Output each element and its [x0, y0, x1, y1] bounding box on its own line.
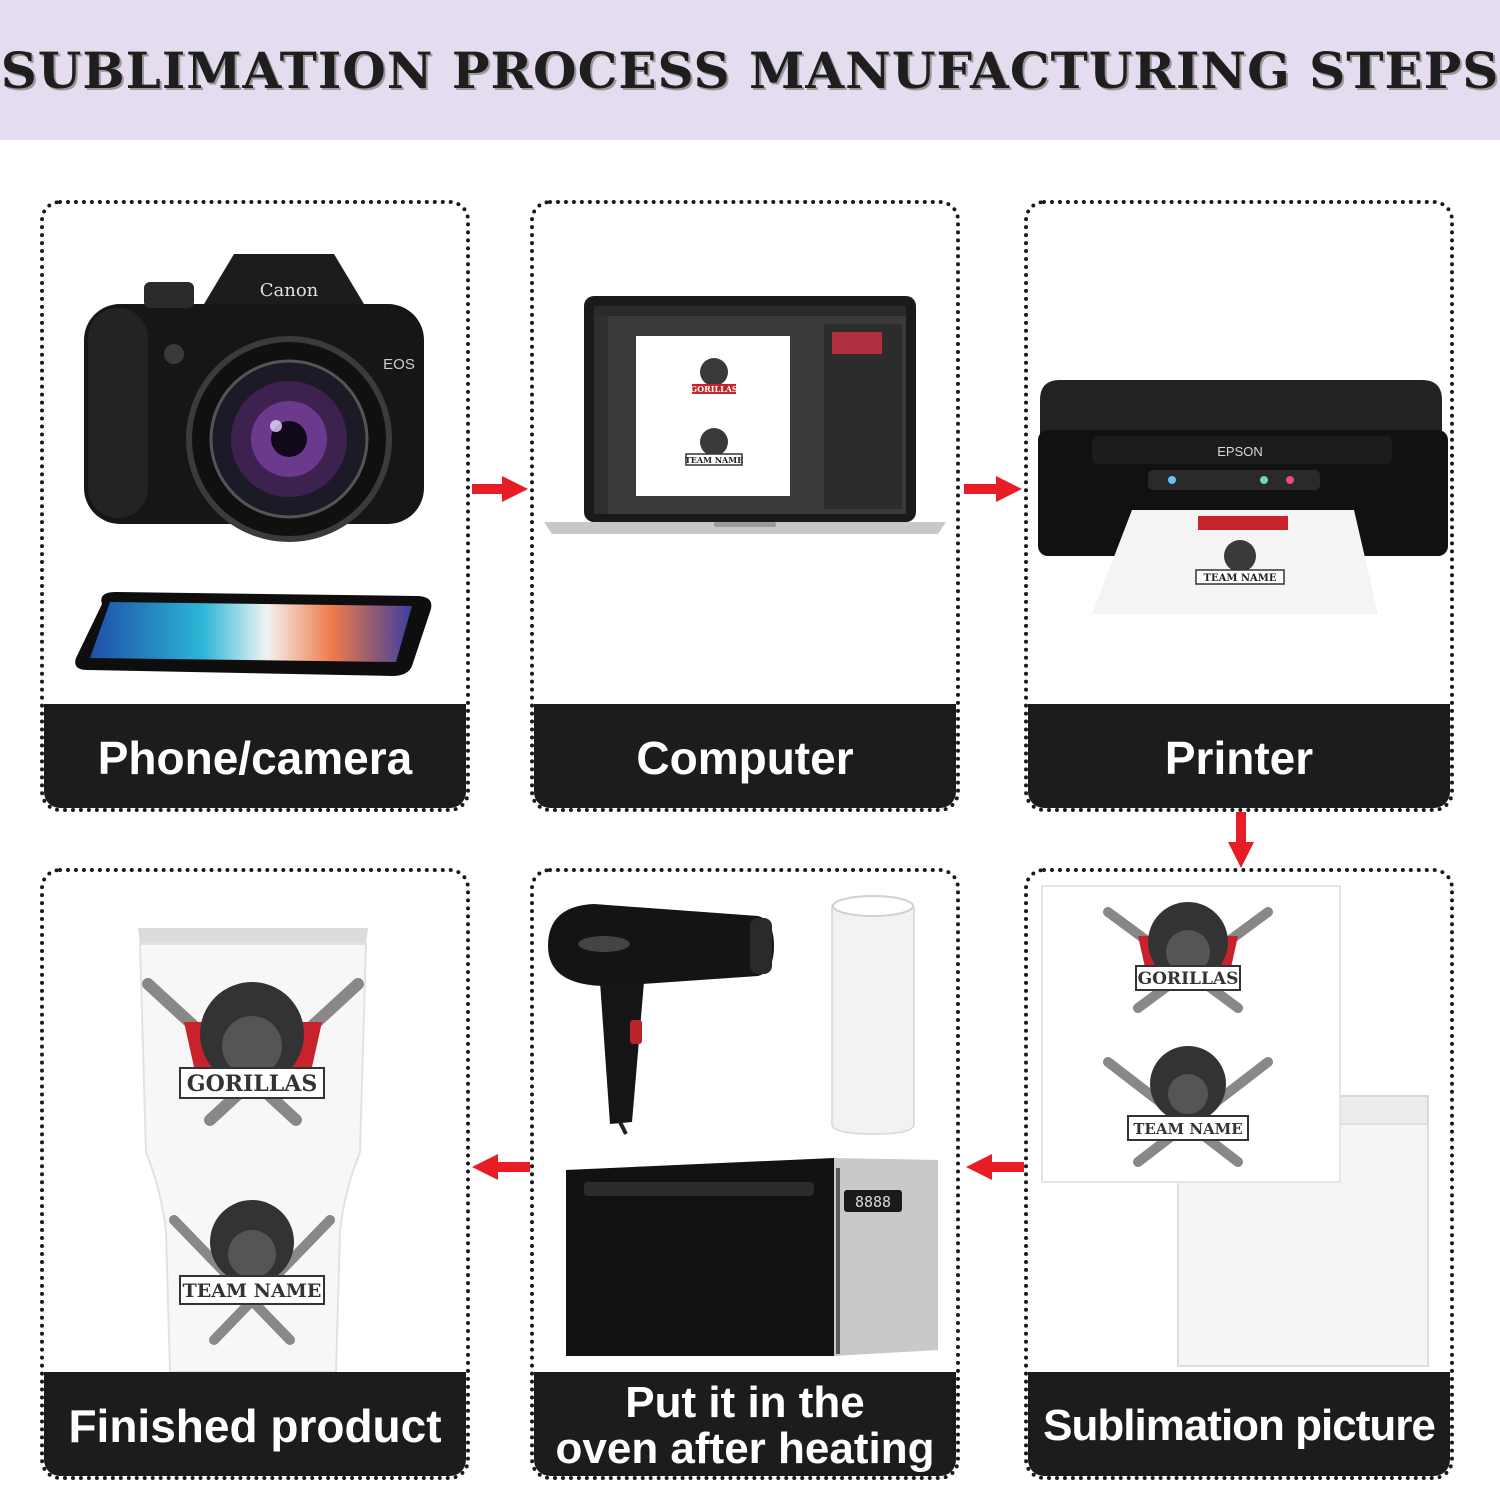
svg-text:TEAM NAME: TEAM NAME [1133, 1120, 1242, 1138]
shrink-sleeve-icon [831, 895, 915, 1136]
oven-icon: 8888 [566, 1158, 938, 1356]
step-label: Finished product [44, 1372, 466, 1476]
svg-text:EPSON: EPSON [1217, 444, 1263, 459]
flow-arrow-right-icon [472, 476, 528, 502]
step-card-phone-camera: Canon EOS [40, 200, 470, 812]
step-illustration: GORILLAS TEAM NAME [1028, 872, 1450, 1372]
step-illustration: EPSON TEAM NAME [1028, 204, 1450, 704]
svg-text:TEAM NAME: TEAM NAME [685, 455, 743, 465]
printer-icon: EPSON TEAM NAME [1038, 380, 1448, 614]
hair-dryer-icon [548, 904, 774, 1135]
camera-icon: Canon EOS [75, 254, 432, 676]
smartphone-icon [75, 592, 432, 676]
step-illustration: GORILLAS TEAM NAME [44, 872, 466, 1372]
svg-text:Canon: Canon [260, 280, 319, 301]
step-label: Sublimation picture [1028, 1372, 1450, 1476]
page-title: SUBLIMATION PROCESS MANUFACTURING STEPS [0, 40, 1500, 100]
step-label: Computer [534, 704, 956, 808]
step-card-finished-product: GORILLAS TEAM NAME Finished product [40, 868, 470, 1480]
svg-text:GORILLAS: GORILLAS [187, 1071, 317, 1097]
step-label: Phone/camera [44, 704, 466, 808]
step-illustration: Canon EOS [44, 204, 466, 704]
step-card-computer: GORILLAS TEAM NAME Computer [530, 200, 960, 812]
transfer-paper-icon: GORILLAS TEAM NAME [1041, 885, 1429, 1367]
flow-arrow-right-icon [964, 476, 1022, 502]
svg-text:8888: 8888 [855, 1193, 891, 1211]
flow-arrow-left-icon [966, 1154, 1024, 1180]
flow-arrow-left-icon [472, 1154, 530, 1180]
svg-text:GORILLAS: GORILLAS [690, 384, 738, 394]
svg-text:TEAM NAME: TEAM NAME [1204, 573, 1277, 584]
step-label: Printer [1028, 704, 1450, 808]
svg-text:EOS: EOS [383, 356, 415, 373]
flow-arrow-down-icon [1228, 812, 1254, 868]
step-card-sublimation-picture: GORILLAS TEAM NAME Sublimation picture [1024, 868, 1454, 1480]
laptop-icon: GORILLAS TEAM NAME [544, 296, 946, 534]
svg-text:GORILLAS: GORILLAS [1138, 969, 1239, 989]
step-card-printer: EPSON TEAM NAME Printer [1024, 200, 1454, 812]
step-illustration: 8888 [534, 872, 956, 1372]
tumbler-icon: GORILLAS TEAM NAME [138, 928, 368, 1372]
page-header: SUBLIMATION PROCESS MANUFACTURING STEPS [0, 0, 1500, 140]
step-illustration: GORILLAS TEAM NAME [534, 204, 956, 704]
svg-text:TEAM NAME: TEAM NAME [183, 1280, 322, 1302]
